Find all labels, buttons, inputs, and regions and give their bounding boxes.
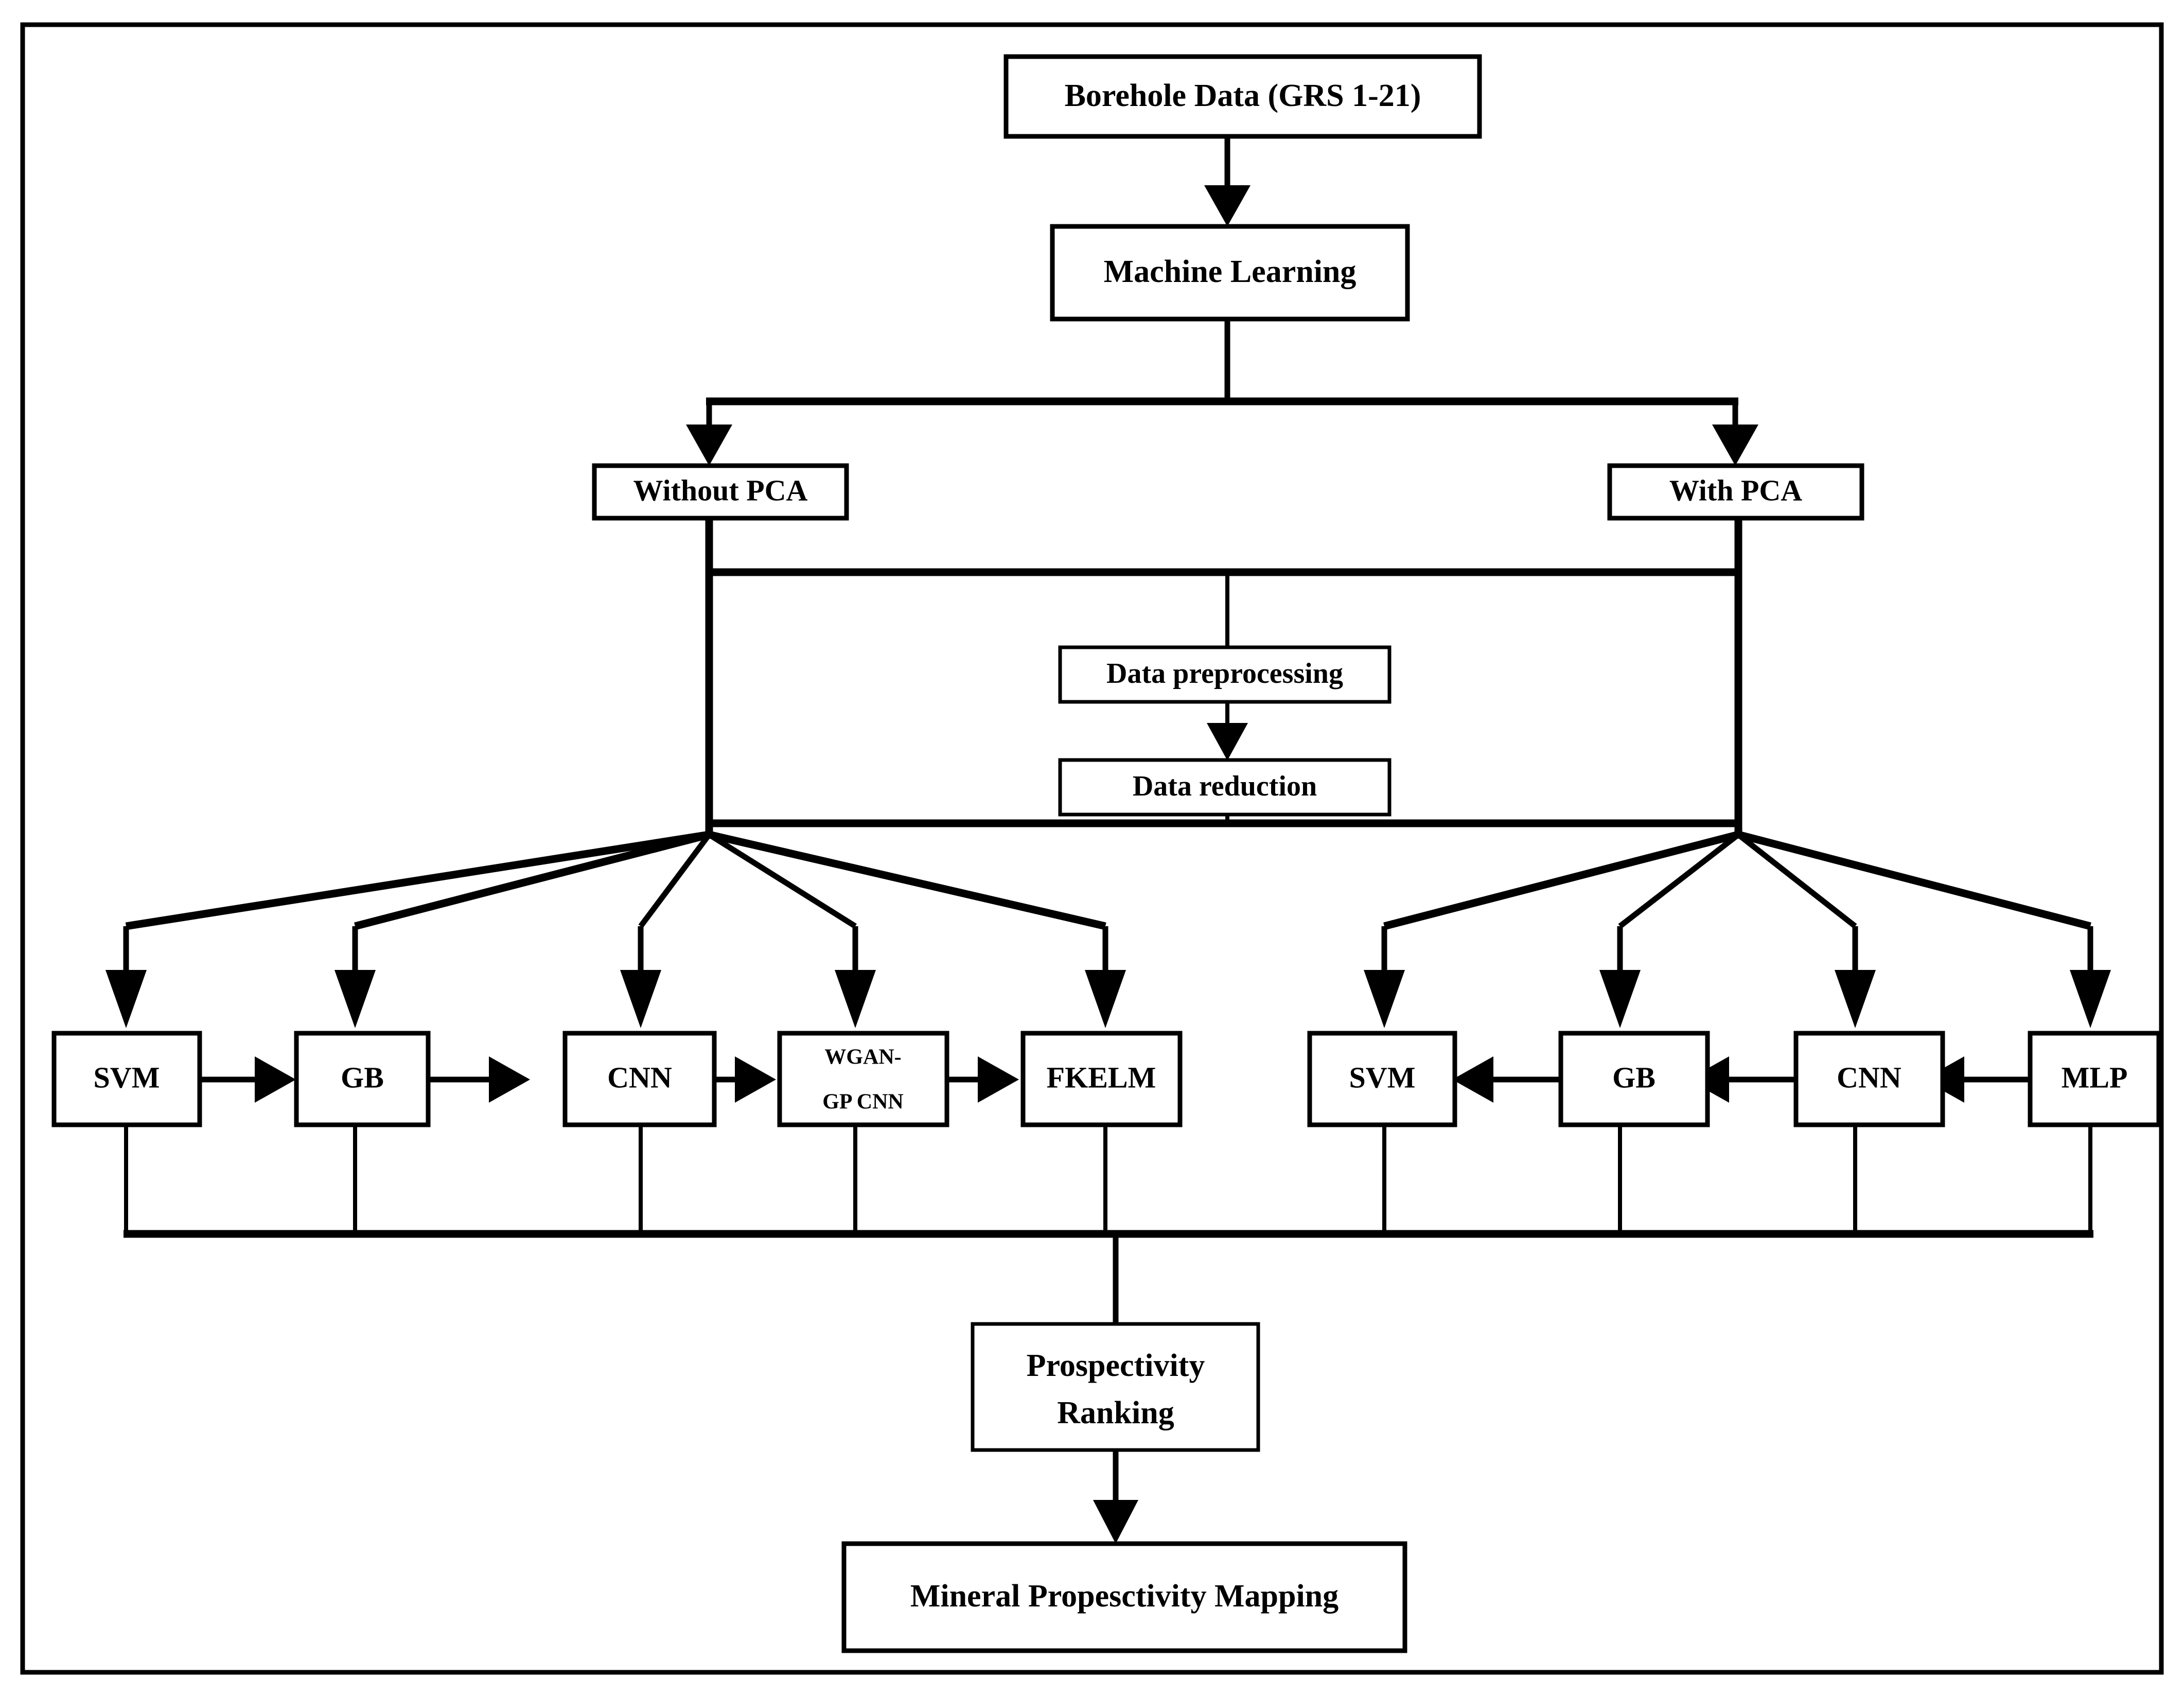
fanout-left-2-diag xyxy=(354,830,710,930)
chain-left-gb-cnn-arrow xyxy=(489,1056,530,1103)
model-box-left-wgan-gp-cnn-label-line2: GP CNN xyxy=(822,1090,904,1114)
model-box-right-gb[interactable]: GB xyxy=(1558,1031,1710,1127)
model-box-left-fkelm-label: FKELM xyxy=(1047,1060,1156,1094)
model-box-left-fkelm[interactable]: FKELM xyxy=(1020,1031,1183,1127)
model-box-right-mlp-label: MLP xyxy=(2062,1060,2128,1094)
node-data-preprocessing-label: Data preprocessing xyxy=(1106,658,1343,690)
model-box-left-gb-label: GB xyxy=(341,1060,384,1094)
node-without-pca-box xyxy=(592,463,849,521)
model-box-left-gb[interactable]: GB xyxy=(294,1031,431,1127)
model-box-right-gb-label: GB xyxy=(1612,1060,1655,1094)
arrowhead-right-mlp xyxy=(2070,970,2111,1028)
node-data-reduction-box xyxy=(1058,758,1392,817)
node-borehole-data-box xyxy=(1003,54,1482,139)
model-box-right-cnn-rect xyxy=(1793,1031,1945,1127)
node-mineral-prospectivity-mapping-box xyxy=(841,1541,1407,1653)
node-with-pca-label: With PCA xyxy=(1669,473,1802,507)
model-box-right-svm[interactable]: SVM xyxy=(1307,1031,1457,1127)
model-box-right-svm-rect xyxy=(1307,1031,1457,1127)
arrowhead-data-reduction xyxy=(1207,723,1248,761)
model-box-left-wgan-gp-cnn-label-line1: WGAN- xyxy=(824,1046,901,1069)
node-prospectivity-ranking-box xyxy=(971,1322,1260,1452)
arrowhead-ml xyxy=(1204,185,1250,226)
arrowhead-right-gb xyxy=(1599,970,1641,1028)
fanout-left-5-diag xyxy=(708,830,1106,930)
arrowhead-right-cnn xyxy=(1835,970,1876,1028)
node-prospectivity-ranking[interactable]: Prospectivity Ranking xyxy=(971,1322,1260,1452)
fanout-left-3-diag xyxy=(638,833,712,928)
node-mineral-prospectivity-mapping[interactable]: Mineral Propesctivity Mapping xyxy=(841,1541,1407,1653)
node-machine-learning-label: Machine Learning xyxy=(1104,254,1357,289)
node-machine-learning[interactable]: Machine Learning xyxy=(1050,224,1410,322)
model-box-right-mlp-rect xyxy=(2028,1031,2161,1127)
node-borehole-data[interactable]: Borehole Data (GRS 1-21) xyxy=(1003,54,1482,139)
arrowhead-without-pca xyxy=(686,425,732,466)
node-without-pca[interactable]: Without PCA xyxy=(592,463,849,521)
fanout-right-4-diag xyxy=(1737,830,2091,930)
chain-left-wgan-fkelm-arrow xyxy=(978,1056,1019,1103)
fanout-right-3-diag xyxy=(1736,832,1857,929)
node-mineral-prospectivity-mapping-label: Mineral Propesctivity Mapping xyxy=(910,1579,1338,1614)
node-with-pca[interactable]: With PCA xyxy=(1607,463,1864,521)
model-box-left-cnn[interactable]: CNN xyxy=(562,1031,717,1127)
connector-layer xyxy=(105,135,2111,1544)
node-machine-learning-box xyxy=(1050,224,1410,322)
node-data-preprocessing-box xyxy=(1058,645,1392,704)
node-prospectivity-ranking-label-line1: Prospectivity xyxy=(1027,1348,1205,1383)
arrowhead-mineral-mapping xyxy=(1093,1500,1138,1544)
model-box-left-cnn-rect xyxy=(562,1031,717,1127)
model-box-right-gb-rect xyxy=(1558,1031,1710,1127)
node-data-reduction[interactable]: Data reduction xyxy=(1058,758,1392,817)
arrowhead-left-fkelm xyxy=(1085,970,1126,1028)
node-borehole-data-label: Borehole Data (GRS 1-21) xyxy=(1065,78,1421,113)
node-with-pca-box xyxy=(1607,463,1864,521)
model-box-left-fkelm-rect xyxy=(1020,1031,1183,1127)
arrowhead-with-pca xyxy=(1712,425,1758,466)
model-box-right-svm-label: SVM xyxy=(1349,1060,1416,1094)
arrowhead-left-gb xyxy=(334,970,376,1028)
node-data-reduction-label: Data reduction xyxy=(1133,770,1317,802)
arrowhead-left-wgan xyxy=(835,970,876,1028)
chain-right-gb-svm-arrow xyxy=(1452,1056,1493,1103)
model-box-left-svm-label: SVM xyxy=(94,1060,160,1094)
model-box-right-cnn-label: CNN xyxy=(1837,1060,1901,1094)
fanout-right-2-diag xyxy=(1618,832,1740,929)
model-box-left-wgan-gp-cnn[interactable]: WGAN- GP CNN xyxy=(777,1031,949,1127)
arrowhead-right-svm xyxy=(1364,970,1405,1028)
model-box-left-gb-rect xyxy=(294,1031,431,1127)
chain-left-cnn-wgan-arrow xyxy=(735,1056,776,1103)
node-without-pca-label: Without PCA xyxy=(633,473,808,507)
outer-frame xyxy=(20,22,2164,1675)
model-box-left-svm[interactable]: SVM xyxy=(51,1031,202,1127)
arrowhead-left-cnn xyxy=(620,970,661,1028)
model-box-right-cnn[interactable]: CNN xyxy=(1793,1031,1945,1127)
arrowhead-left-svm xyxy=(105,970,147,1028)
fanout-right-1-diag xyxy=(1383,830,1739,930)
fanout-left-1-diag xyxy=(125,830,710,930)
model-box-right-mlp[interactable]: MLP xyxy=(2028,1031,2161,1127)
model-box-left-wgan-gp-cnn-rect xyxy=(777,1031,949,1127)
node-data-preprocessing[interactable]: Data preprocessing xyxy=(1058,645,1392,704)
model-box-left-cnn-label: CNN xyxy=(607,1060,672,1094)
chain-left-svm-gb-arrow xyxy=(255,1056,296,1103)
node-prospectivity-ranking-label-line2: Ranking xyxy=(1057,1395,1174,1430)
model-box-left-svm-rect xyxy=(51,1031,202,1127)
fanout-left-4-diag xyxy=(708,832,857,929)
